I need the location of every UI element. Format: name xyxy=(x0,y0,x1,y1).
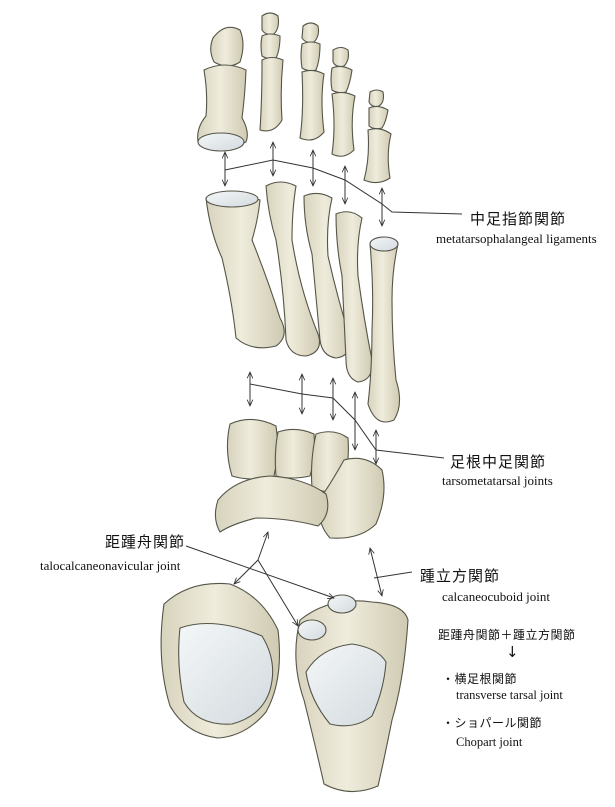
phalanges-group xyxy=(197,12,392,184)
cc-arrow xyxy=(370,548,382,596)
toe-2-proximal-phalanx xyxy=(259,56,284,132)
metatarsal-2 xyxy=(265,181,321,357)
navicular xyxy=(214,475,329,533)
calcaneus-anterior-facet xyxy=(327,594,357,614)
metatarsals-group xyxy=(205,181,401,423)
metatarsal-4 xyxy=(335,211,373,383)
toe-3-middle-phalanx xyxy=(300,41,321,72)
tcn-arrow-navicular xyxy=(257,532,268,561)
toe-5-middle-phalanx xyxy=(368,105,389,130)
medial-cuneiform xyxy=(226,418,279,480)
note-formula: 距踵舟関節＋踵立方関節 xyxy=(438,628,576,642)
toe-2-middle-phalanx xyxy=(260,33,281,60)
tmt-label-jp: 足根中足関節 xyxy=(450,453,547,471)
metatarsal-1 xyxy=(205,193,285,349)
toe-2-distal-phalanx xyxy=(261,12,280,36)
intermediate-cuneiform xyxy=(274,428,316,479)
note-item-1-en: transverse tarsal joint xyxy=(456,688,563,702)
joint-arrows xyxy=(185,142,463,626)
note-item-2-en: Chopart joint xyxy=(456,735,523,749)
tcn-label-en: talocalcaneonavicular joint xyxy=(40,558,181,573)
calcaneus-middle-facet xyxy=(297,619,327,641)
toe-4-middle-phalanx xyxy=(330,65,353,94)
toe-4-distal-phalanx xyxy=(332,46,350,68)
cc-leader-line xyxy=(373,571,413,579)
note-item-2-jp: ・ショパール関節 xyxy=(442,716,543,730)
cc-label-jp: 踵立方関節 xyxy=(420,567,501,585)
cc-label-en: calcaneocuboid joint xyxy=(442,589,550,604)
toe-3-proximal-phalanx xyxy=(299,69,325,141)
toe-5-proximal-phalanx xyxy=(363,128,392,184)
toe-5-distal-phalanx xyxy=(368,89,385,108)
toe-4-proximal-phalanx xyxy=(331,91,356,157)
tcn-arrow-talus xyxy=(234,559,259,584)
tmt-label-en: tarsometatarsal joints xyxy=(442,473,553,488)
mtp-leader-line xyxy=(224,159,463,215)
note-down-arrow: ↓ xyxy=(506,643,519,661)
talus-articular-surface xyxy=(178,622,274,725)
big-toe-proximal-phalanx xyxy=(197,64,248,148)
mtp-label-en: metatarsophalangeal ligaments xyxy=(436,231,597,246)
toe-3-distal-phalanx xyxy=(301,22,320,44)
big-toe-joint-surface xyxy=(197,132,245,152)
big-toe-distal-phalanx xyxy=(210,26,244,67)
hindfoot-group xyxy=(160,582,409,793)
tmt-leader-line xyxy=(249,383,445,459)
metatarsal-5-head xyxy=(369,236,399,252)
mtp-label-jp: 中足指節関節 xyxy=(470,210,567,228)
tarsals-group xyxy=(214,418,385,539)
tcn-leader-line xyxy=(185,545,334,598)
metatarsal-5 xyxy=(367,239,401,423)
calcaneus-articular-surface xyxy=(305,643,387,727)
metatarsal-1-head xyxy=(205,190,259,208)
tcn-arrow-calcaneus xyxy=(257,559,298,626)
note-item-1-jp: ・横足根関節 xyxy=(442,672,518,686)
tcn-label-jp: 距踵舟関節 xyxy=(105,533,186,551)
